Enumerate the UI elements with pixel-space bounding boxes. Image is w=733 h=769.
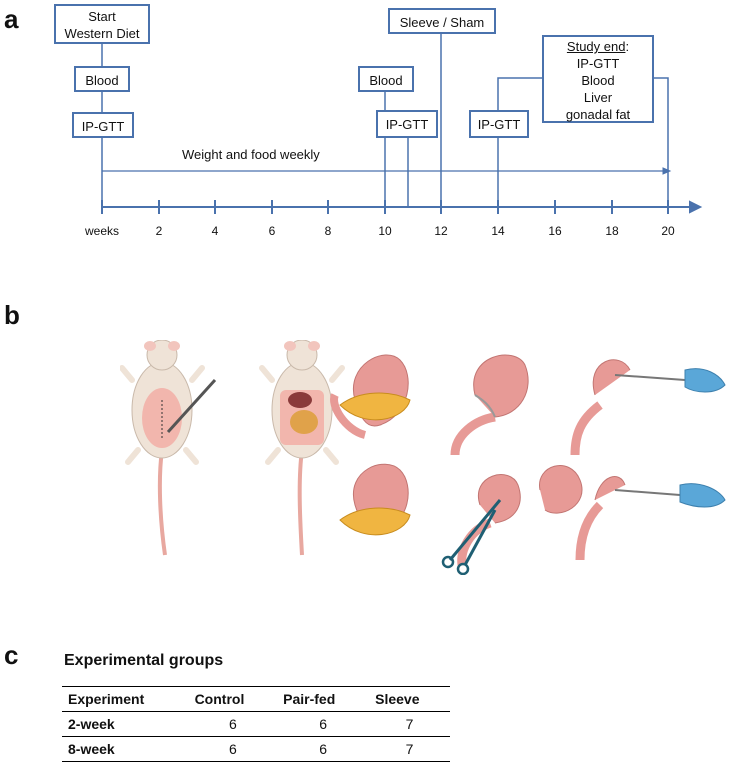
- study-end-title: Study end:: [544, 38, 652, 55]
- week-label-4: 4: [211, 224, 219, 238]
- header-experiment: Experiment: [68, 691, 145, 707]
- blood-box-week10: Blood: [358, 66, 414, 92]
- timeline-diagram: [101, 32, 703, 214]
- blood-box-week0: Blood: [74, 66, 130, 92]
- weeks-axis-label: weeks: [84, 224, 119, 238]
- table-row: 2-week 6 6 7: [62, 712, 450, 737]
- table-title: Experimental groups: [64, 652, 224, 669]
- header-control: Control: [194, 691, 245, 707]
- study-end-box: Study end: IP-GTT Blood Liver gonadal fa…: [542, 35, 654, 123]
- row-experiment: 8-week: [68, 741, 115, 757]
- row-sleeve: 7: [405, 716, 414, 732]
- scissors-stomach-icon: [441, 465, 583, 575]
- stomach-clamp-icon: [450, 354, 529, 456]
- week-label-6: 6: [268, 224, 276, 238]
- row-pair-fed: 6: [319, 716, 328, 732]
- table-row: 8-week 6 6 7: [62, 737, 450, 762]
- row-control: 6: [228, 741, 237, 757]
- stomach-stapler-icon: [570, 359, 726, 456]
- sleeve-sham-box: Sleeve / Sham: [388, 8, 496, 34]
- week-label-2: 2: [155, 224, 163, 238]
- week-label-16: 16: [548, 224, 562, 238]
- connector-study-end-right: [654, 77, 669, 207]
- header-pair-fed: Pair-fed: [283, 691, 336, 707]
- panel-label-b: b: [4, 300, 20, 330]
- ipgtt-box-week11: IP-GTT: [376, 110, 438, 138]
- week-label-12: 12: [434, 224, 448, 238]
- weight-food-label: Weight and food weekly: [182, 147, 320, 162]
- ipgtt-box-week0: IP-GTT: [72, 112, 134, 138]
- study-end-item-gonadal-fat: gonadal fat: [565, 107, 631, 122]
- start-label: Start: [88, 9, 116, 24]
- ipgtt-box-week14: IP-GTT: [469, 110, 529, 138]
- row-sleeve: 7: [405, 741, 414, 757]
- timeline-axis-arrow: [689, 200, 703, 214]
- panel-label-a: a: [4, 4, 19, 34]
- stomach-pancreas-icon: [330, 354, 411, 439]
- week-label-20: 20: [661, 224, 675, 238]
- sleeve-stomach-icon: [575, 476, 726, 561]
- connector-study-end-left: [497, 77, 542, 110]
- table-header-row: Experiment Control Pair-fed Sleeve: [62, 686, 450, 712]
- week-label-14: 14: [491, 224, 505, 238]
- surgery-illustration: [120, 340, 726, 575]
- study-end-item-blood: Blood: [581, 73, 615, 88]
- row-experiment: 2-week: [68, 716, 115, 732]
- study-end-item-liver: Liver: [583, 90, 613, 105]
- weight-arrow-head: [662, 167, 672, 175]
- rat-open-abdomen-icon: [259, 340, 345, 556]
- row-pair-fed: 6: [319, 741, 328, 757]
- week-label-8: 8: [324, 224, 332, 238]
- stomach-pancreas-bottom-icon: [339, 463, 411, 536]
- western-diet-label: Western Diet: [64, 26, 140, 41]
- row-control: 6: [228, 716, 237, 732]
- study-end-underlined: Study end: [566, 39, 626, 54]
- study-end-colon: :: [625, 39, 630, 54]
- start-western-diet-box: Start Western Diet: [54, 4, 150, 44]
- study-end-item-ipgtt: IP-GTT: [576, 56, 620, 71]
- header-sleeve: Sleeve: [375, 691, 420, 707]
- experimental-groups-table: Experiment Control Pair-fed Sleeve 2-wee…: [62, 686, 450, 762]
- week-label-10: 10: [378, 224, 392, 238]
- week-label-18: 18: [605, 224, 619, 238]
- rat-incision-icon: [120, 340, 217, 556]
- panel-label-c: c: [4, 640, 19, 670]
